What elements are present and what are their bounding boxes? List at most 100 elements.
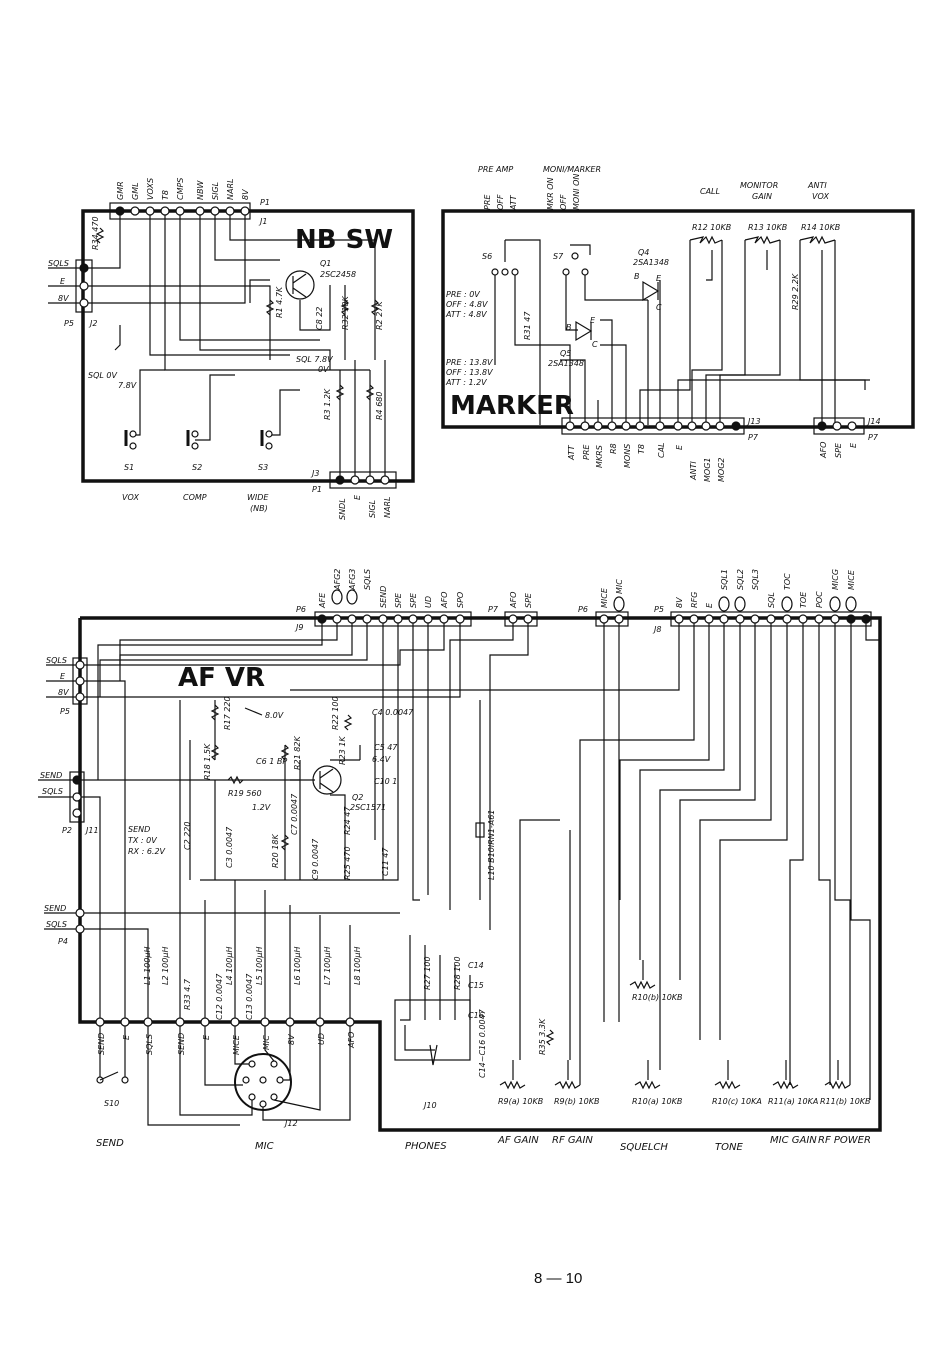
pin-label: SEND	[44, 904, 66, 913]
header-label: MONITOR	[740, 181, 778, 190]
connector-label: J12	[283, 1119, 298, 1128]
component-label: 2SC1571	[350, 803, 386, 812]
pin-label: R8	[609, 443, 618, 454]
connector-label: J13	[746, 417, 761, 426]
caption: MIC	[255, 1141, 274, 1152]
pin-label: E	[60, 672, 66, 681]
component-label: L10 B10IRN1-A61	[487, 810, 496, 880]
pin-label: AFE	[318, 592, 327, 609]
component-label: C8 22	[315, 307, 324, 330]
component-label: C7 0.0047	[290, 793, 299, 835]
voltage-label: OFF : 13.8V	[446, 368, 493, 377]
pin-label: 8V	[58, 294, 69, 303]
pin-label: MKRS	[595, 445, 604, 468]
connector-label: P7	[488, 605, 499, 614]
component-label: R19 560	[228, 789, 262, 798]
switch-position: MONI ON	[572, 174, 581, 210]
switch-position: ATT	[509, 194, 518, 211]
pin-label: NBW	[196, 180, 205, 200]
nb-sw-p1-connector: GMR GML VOXS T8 CMPS NBW SIGL NARL 8V P1…	[109, 178, 270, 226]
component-label: R11(b) 10KB	[820, 1097, 871, 1106]
voltage-label: PRE : 13.8V	[446, 358, 493, 367]
component-label: R34 470	[91, 216, 100, 250]
marker-wiring	[494, 235, 870, 425]
pin-label: SQLS	[145, 1034, 154, 1055]
component-label: R22 100	[331, 696, 340, 730]
component-label: R27 100	[423, 956, 432, 990]
component-label: R9(b) 10KB	[554, 1097, 599, 1106]
caption: COMP	[183, 493, 207, 502]
header-label: ANTI	[807, 181, 827, 190]
pin-label: UD	[317, 1033, 326, 1045]
component-label: R20 18K	[271, 834, 280, 868]
switch-position: OFF	[559, 194, 568, 210]
component-label: R31 47	[523, 311, 532, 340]
pin-label: MICE	[847, 569, 856, 590]
af-vr-bottom-pins: SEND E SQLS SEND E MICE MIC 8V UD AFO	[95, 1017, 356, 1055]
component-label: C12 0.0047	[215, 973, 224, 1020]
pin-label: GML	[131, 182, 140, 200]
connector-label: P4	[58, 937, 68, 946]
component-label: R32 10K	[341, 296, 350, 330]
connector-label: P2	[62, 826, 72, 835]
voltage-label: OFF : 4.8V	[446, 300, 488, 309]
af-vr-p7-connector: P7 AFO SPE	[488, 592, 538, 627]
header-label: MONI/MARKER	[543, 165, 601, 174]
af-vr-board: AF VR P6 J9 AFE AFG2 AFG3 SQLS SEND SPE …	[38, 569, 882, 1153]
component-label: R10(a) 10KB	[632, 1097, 682, 1106]
component-label: Q5	[560, 349, 571, 358]
component-label: R17 220	[223, 696, 232, 730]
af-vr-title: AF VR	[178, 663, 265, 693]
component-label: L2 100µH	[161, 947, 170, 985]
component-label: C6 1 BP	[256, 757, 287, 766]
component-label: R14 10KB	[801, 223, 840, 232]
component-label: R21 82K	[293, 736, 302, 770]
marker-board: MARKER PRE AMP MONI/MARKER PRE OFF ATT M…	[441, 165, 915, 482]
pin-label: CMPS	[176, 178, 185, 200]
af-vr-inductors: L1 100µH L2 100µH L4 100µH L5 100µH L6 1…	[143, 947, 555, 1078]
pin-label: SEND	[97, 1033, 106, 1055]
header-label: GAIN	[752, 192, 772, 201]
connector-label: P5	[64, 319, 74, 328]
component-label: R1 4.7K	[275, 286, 284, 318]
component-label: L1 100µH	[143, 947, 152, 985]
component-label: C11 47	[381, 847, 390, 876]
caption: MIC GAIN	[770, 1135, 817, 1146]
component-label: 2SA1348	[548, 359, 584, 368]
component-label: C14	[468, 961, 484, 970]
component-label: R4 680	[375, 392, 384, 420]
nb-sw-j3-connector: J3 P1 SNDL E SIGL NARL	[310, 469, 397, 520]
switch-s2	[186, 430, 199, 450]
caption: PHONES	[405, 1141, 447, 1152]
voltage-label: RX : 6.2V	[128, 847, 166, 856]
pin-label: AFO	[347, 1032, 356, 1049]
caption: WIDE	[247, 493, 269, 502]
pin-label: AFG3	[348, 569, 357, 591]
pin-label: TOC	[783, 573, 792, 590]
connector-label: J1	[258, 217, 267, 226]
component-label: R10(c) 10KA	[712, 1097, 762, 1106]
pin-label: MIC	[262, 1035, 271, 1050]
connector-label: J9	[294, 623, 303, 632]
pin-label: PRE	[582, 444, 591, 460]
af-vr-p6-connector: P6 J9 AFE AFG2 AFG3 SQLS SEND SPE SPE UD…	[294, 569, 472, 632]
pin-label: 8V	[287, 1034, 296, 1045]
transistor-q1	[285, 270, 315, 300]
pin-letter: E	[590, 316, 596, 325]
nb-sw-board: NB SW GMR GML VOXS T8 CMPS NBW SIGL NARL…	[48, 178, 415, 520]
pin-label: 8V	[675, 597, 684, 608]
header-label: PRE AMP	[478, 165, 513, 174]
pin-label: E	[122, 1034, 131, 1040]
voltage-label: SQL 7.8V	[296, 355, 333, 364]
pin-label: ATT	[567, 444, 576, 461]
pin-label: SPE	[524, 592, 533, 608]
component-label: L7 100µH	[323, 947, 332, 985]
pin-label: MICE	[232, 1034, 241, 1055]
pin-label: 8V	[241, 189, 250, 200]
voltage-label: PRE : 0V	[446, 290, 480, 299]
header-label: VOX	[812, 192, 830, 201]
pin-label: CAL	[657, 442, 666, 458]
voltage-label: 6.4V	[372, 755, 391, 764]
caption: TONE	[715, 1142, 743, 1153]
component-label: C14~C16 0.0047	[478, 1008, 487, 1078]
